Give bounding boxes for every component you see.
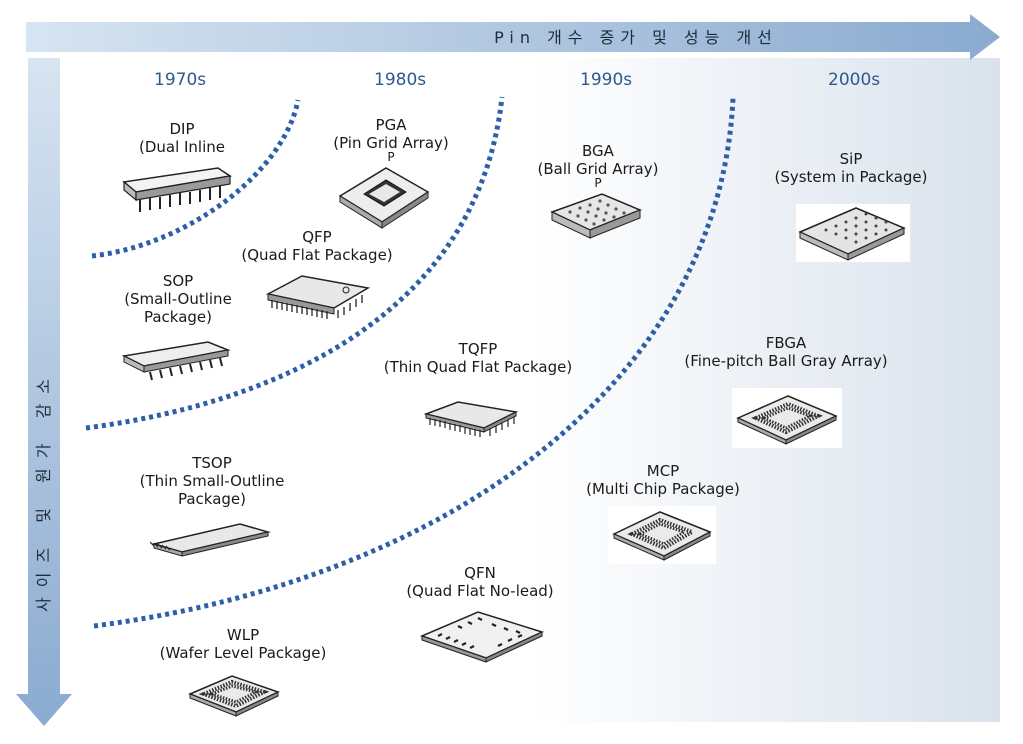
- decade-1970s: 1970s: [154, 70, 207, 90]
- tqfp-chip-illustration: [423, 401, 519, 437]
- label-tqfp: TQFP(Thin Quad Flat Package): [383, 340, 573, 376]
- decade-1980s: 1980s: [374, 70, 427, 90]
- fbga-chip-illustration: [732, 388, 842, 448]
- left-axis-arrow: [16, 58, 72, 726]
- top-axis-arrow: [26, 14, 1000, 60]
- tsop-chip-illustration: [150, 523, 271, 557]
- qfp-chip-illustration: [265, 275, 371, 319]
- wlp-chip-illustration: [188, 675, 280, 717]
- mcp-chip-illustration: [608, 506, 716, 564]
- qfn-chip-illustration: [419, 611, 545, 663]
- sip-chip-illustration: [796, 204, 910, 262]
- label-sip: SiP(System in Package): [774, 150, 928, 186]
- boundary-curve-1980s: [85, 96, 505, 431]
- label-qfn: QFN(Quad Flat No-lead): [406, 564, 554, 600]
- label-bga: BGA(Ball Grid Array) P: [537, 142, 659, 190]
- boundary-curve-1990s: [93, 97, 736, 629]
- bga-chip-illustration: [550, 193, 642, 239]
- label-mcp: MCP(Multi Chip Package): [586, 462, 740, 498]
- pga-chip-illustration: [338, 167, 430, 229]
- decade-1990s: 1990s: [580, 70, 633, 90]
- label-pga: PGA(Pin Grid Array) P: [333, 116, 449, 164]
- label-fbga: FBGA(Fine-pitch Ball Gray Array): [684, 334, 888, 370]
- label-dip: DIP(Dual Inline: [138, 120, 226, 156]
- label-wlp: WLP(Wafer Level Package): [159, 626, 327, 662]
- decade-2000s: 2000s: [828, 70, 881, 90]
- top-axis-label: Pin 개수 증가 및 성능 개선: [494, 28, 778, 47]
- sop-chip-illustration: [121, 341, 231, 381]
- dip-chip-illustration: [122, 167, 232, 212]
- label-qfp: QFP(Quad Flat Package): [241, 228, 393, 264]
- boundary-curve-1970s: [91, 99, 301, 259]
